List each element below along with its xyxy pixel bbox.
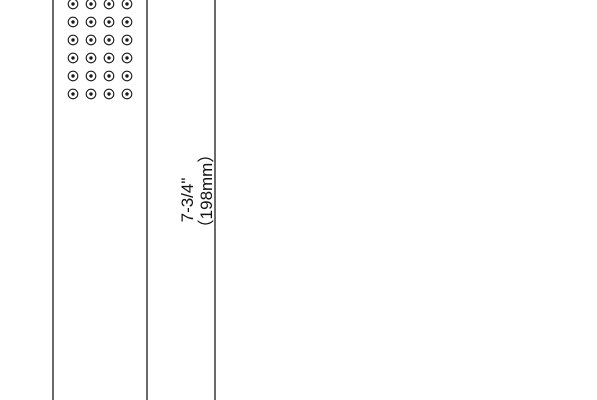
nozzle-center-dot: [125, 2, 129, 6]
nozzle-center-dot: [107, 56, 111, 60]
nozzle-center-dot: [89, 38, 93, 42]
nozzle-center-dot: [89, 2, 93, 6]
nozzle-center-dot: [125, 20, 129, 24]
nozzle-center-dot: [125, 92, 129, 96]
dimension-label-metric: （198mm）: [197, 146, 216, 237]
nozzle-center-dot: [107, 38, 111, 42]
nozzle-center-dot: [107, 20, 111, 24]
nozzle-center-dot: [125, 38, 129, 42]
nozzle-center-dot: [125, 74, 129, 78]
nozzle-center-dot: [89, 56, 93, 60]
nozzle-center-dot: [89, 20, 93, 24]
nozzle-center-dot: [71, 74, 75, 78]
nozzle-center-dot: [71, 20, 75, 24]
nozzle-center-dot: [71, 92, 75, 96]
nozzle-center-dot: [107, 92, 111, 96]
nozzle-center-dot: [71, 56, 75, 60]
nozzle-center-dot: [71, 2, 75, 6]
dimension-label-imperial: 7-3/4": [178, 178, 197, 223]
nozzle-center-dot: [89, 74, 93, 78]
nozzle-center-dot: [71, 38, 75, 42]
spray-nozzle-grid: [67, 0, 133, 100]
nozzle-center-dot: [125, 56, 129, 60]
nozzle-center-dot: [107, 2, 111, 6]
nozzle-center-dot: [89, 92, 93, 96]
nozzle-center-dot: [107, 74, 111, 78]
